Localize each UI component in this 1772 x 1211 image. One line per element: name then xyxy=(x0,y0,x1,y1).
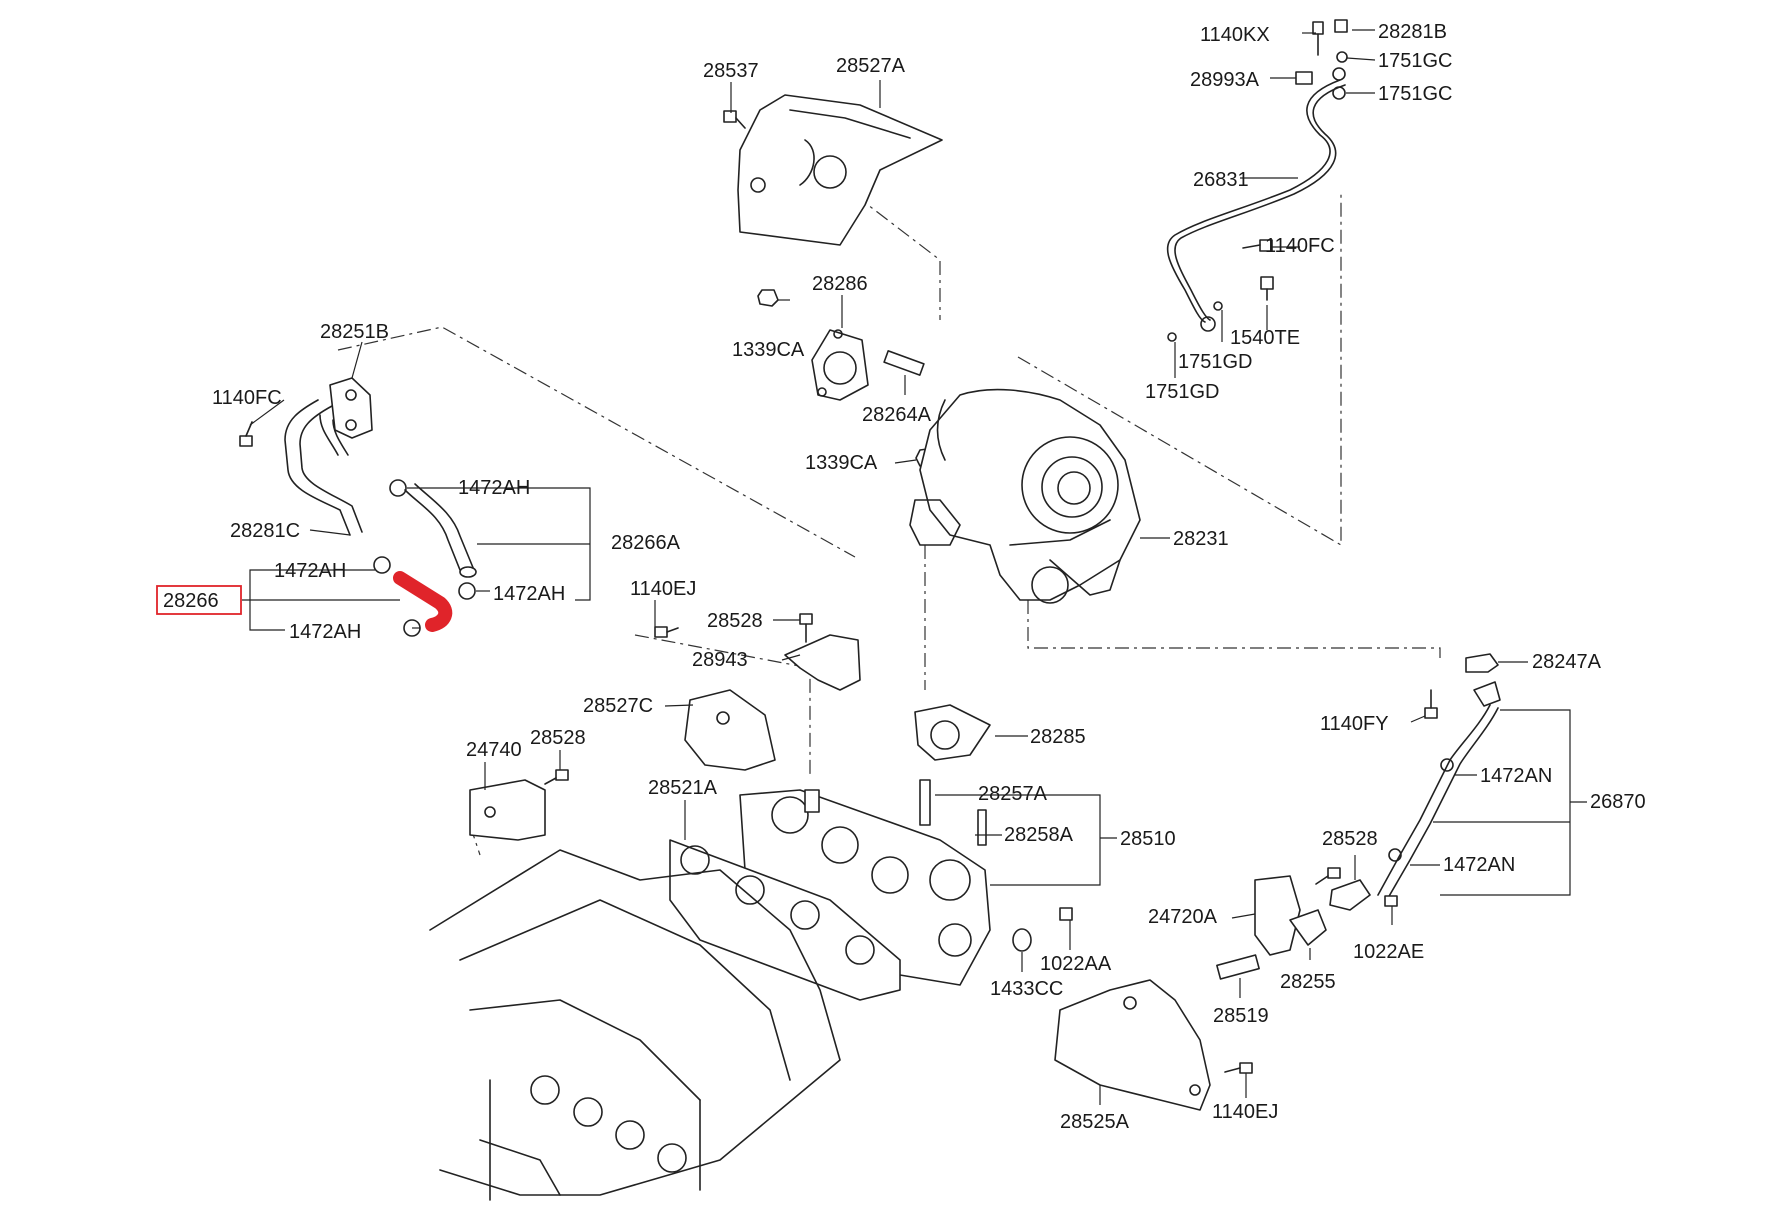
label-1472AN-a: 1472AN xyxy=(1480,765,1552,787)
label-28266: 28266 xyxy=(163,590,219,612)
label-1140EJ-b: 1140EJ xyxy=(1212,1101,1278,1123)
label-28266A: 28266A xyxy=(611,532,681,554)
label-1433CC: 1433CC xyxy=(990,978,1063,1000)
bracket-28943 xyxy=(784,634,861,691)
label-1472AH-c: 1472AH xyxy=(493,583,565,605)
stud-28519 xyxy=(1216,954,1260,980)
label-28525A: 28525A xyxy=(1060,1111,1130,1133)
label-1022AA: 1022AA xyxy=(1040,953,1112,975)
bolt-28537 xyxy=(723,110,746,129)
label-28281C: 28281C xyxy=(230,520,300,542)
label-1140FY: 1140FY xyxy=(1320,713,1389,735)
label-1140EJ-a: 1140EJ xyxy=(630,578,696,600)
turbocharger-28231 xyxy=(909,388,1141,604)
nut-1339CA-top xyxy=(757,289,779,307)
gasket-28521A xyxy=(669,839,901,1001)
bolt-28528-c xyxy=(1315,867,1341,885)
bolt-28528-b xyxy=(544,769,569,785)
clamp-1472AH-3 xyxy=(458,582,476,600)
bolt-1140EJ-b xyxy=(1224,1062,1253,1074)
label-28286: 28286 xyxy=(812,273,868,295)
label-1540TE: 1540TE xyxy=(1230,327,1300,349)
label-1472AH-d: 1472AH xyxy=(289,621,361,643)
nut-1022AA xyxy=(1059,907,1073,921)
label-1751GD-a: 1751GD xyxy=(1178,351,1253,373)
label-24720A: 24720A xyxy=(1148,906,1218,928)
label-1140FC-right: 1140FC xyxy=(1265,235,1335,257)
label-28251B: 28251B xyxy=(320,321,389,343)
label-1751GC-b: 1751GC xyxy=(1378,83,1453,105)
bolt-28528-a xyxy=(799,613,813,643)
label-1472AN-b: 1472AN xyxy=(1443,854,1515,876)
label-1140FC-left: 1140FC xyxy=(212,387,282,409)
stud-28264A xyxy=(883,350,925,376)
label-1751GC-a: 1751GC xyxy=(1378,50,1453,72)
heat-shield-28525A xyxy=(1054,979,1211,1111)
label-28258A: 28258A xyxy=(1004,824,1074,846)
label-1339CA-b: 1339CA xyxy=(805,452,878,474)
bolt-1140FY xyxy=(1424,689,1438,719)
label-28255: 28255 xyxy=(1280,971,1336,993)
label-28993A: 28993A xyxy=(1190,69,1260,91)
bolt-1140EJ-a xyxy=(654,626,679,638)
hose-28266-highlighted xyxy=(393,571,453,632)
label-28281B: 28281B xyxy=(1378,21,1447,43)
label-24740: 24740 xyxy=(466,739,522,761)
heat-shield-28527C xyxy=(684,689,776,771)
oil-return-line-26870 xyxy=(1329,681,1501,911)
gasket-28255 xyxy=(1289,909,1327,946)
label-28537: 28537 xyxy=(703,60,759,82)
label-28521A: 28521A xyxy=(648,777,718,799)
label-28510: 28510 xyxy=(1120,828,1176,850)
part-labels: 28537 28527A 1140KX 28281B 1751GC 28993A… xyxy=(163,21,1646,1133)
label-1751GD-b: 1751GD xyxy=(1145,381,1220,403)
heat-shield-28527A xyxy=(737,94,943,246)
label-28264A: 28264A xyxy=(862,404,932,426)
gasket-28285 xyxy=(914,704,991,761)
clamp-1472AH-2 xyxy=(373,556,391,574)
label-28528-c: 28528 xyxy=(1322,828,1378,850)
gasket-28247A xyxy=(1465,653,1499,673)
label-28527A: 28527A xyxy=(836,55,906,77)
label-28528-a: 28528 xyxy=(707,610,763,632)
label-1022AE: 1022AE xyxy=(1353,941,1424,963)
bracket-24740 xyxy=(469,779,546,841)
nut-1022AE xyxy=(1384,895,1398,907)
label-1140KX: 1140KX xyxy=(1200,24,1270,46)
bushing-1433CC xyxy=(1012,928,1032,952)
oil-feed-line-26831 xyxy=(1166,19,1348,342)
label-28285: 28285 xyxy=(1030,726,1086,748)
cylinder-head xyxy=(429,849,841,1201)
label-28257A: 28257A xyxy=(978,783,1048,805)
label-28519: 28519 xyxy=(1213,1005,1269,1027)
clamp-1472AH-1 xyxy=(389,479,407,497)
label-28943: 28943 xyxy=(692,649,748,671)
label-28231: 28231 xyxy=(1173,528,1229,550)
label-28528-b: 28528 xyxy=(530,727,586,749)
hose-28266A xyxy=(404,483,477,578)
label-28247A: 28247A xyxy=(1532,651,1602,673)
leader-lines xyxy=(242,29,1587,1105)
label-26870: 26870 xyxy=(1590,791,1646,813)
label-26831: 26831 xyxy=(1193,169,1249,191)
label-1472AH-a: 1472AH xyxy=(458,477,530,499)
label-28527C: 28527C xyxy=(583,695,653,717)
coolant-pipe-28251B xyxy=(284,377,373,536)
bolt-1140FC-left xyxy=(239,421,253,447)
label-1339CA-a: 1339CA xyxy=(732,339,805,361)
gasket-28286 xyxy=(811,329,869,401)
label-1472AH-b: 1472AH xyxy=(274,560,346,582)
bracket-24720A xyxy=(1254,875,1301,956)
highlight-box-28266 xyxy=(156,585,242,615)
